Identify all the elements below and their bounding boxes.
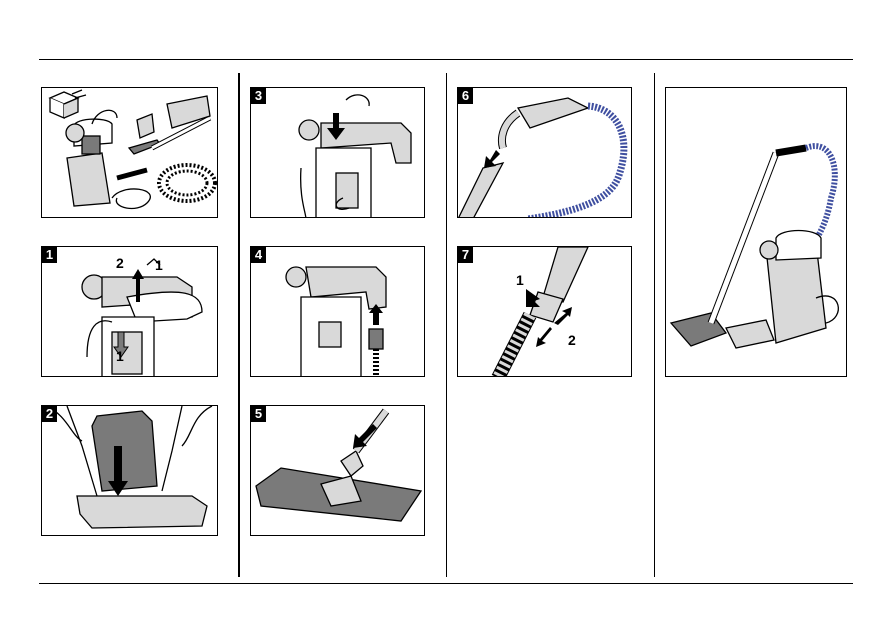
panel-step-3: 3 — [250, 87, 425, 218]
vacuum-parts-illustration — [42, 88, 218, 218]
bottom-rule — [39, 583, 853, 584]
step-number: 3 — [251, 88, 266, 104]
step-1-callout-1-bottom: 1 — [116, 348, 124, 364]
step-7-callout-1: 1 — [516, 272, 524, 288]
step-2-illustration — [42, 406, 218, 536]
step-5-illustration — [251, 406, 425, 536]
panel-step-6: 6 — [457, 87, 632, 218]
column-divider-1 — [238, 73, 240, 577]
panel-unpack-parts — [41, 87, 218, 218]
step-1-callout-1-top: 1 — [155, 257, 163, 273]
panel-step-2: 2 — [41, 405, 218, 536]
step-number: 6 — [458, 88, 473, 104]
step-number: 2 — [42, 406, 57, 422]
step-number: 1 — [42, 247, 57, 263]
step-number: 4 — [251, 247, 266, 263]
panel-step-7: 1 2 7 — [457, 246, 632, 377]
panel-step-5: 5 — [250, 405, 425, 536]
step-4-illustration — [251, 247, 425, 377]
step-1-illustration: 2 1 1 — [42, 247, 218, 377]
unbox-icon — [50, 90, 86, 118]
panel-step-1: 2 1 1 1 — [41, 246, 218, 377]
column-divider-3 — [654, 73, 655, 577]
step-number: 5 — [251, 406, 266, 422]
column-divider-2 — [446, 73, 447, 577]
step-7-callout-2: 2 — [568, 332, 576, 348]
top-rule — [39, 59, 853, 60]
vacuum-assembled-illustration — [666, 88, 847, 377]
step-number: 7 — [458, 247, 473, 263]
step-7-illustration: 1 2 — [458, 247, 632, 377]
step-1-callout-2: 2 — [116, 255, 124, 271]
step-6-illustration — [458, 88, 632, 218]
step-3-illustration — [251, 88, 425, 218]
panel-assembled — [665, 87, 847, 377]
panel-step-4: 4 — [250, 246, 425, 377]
